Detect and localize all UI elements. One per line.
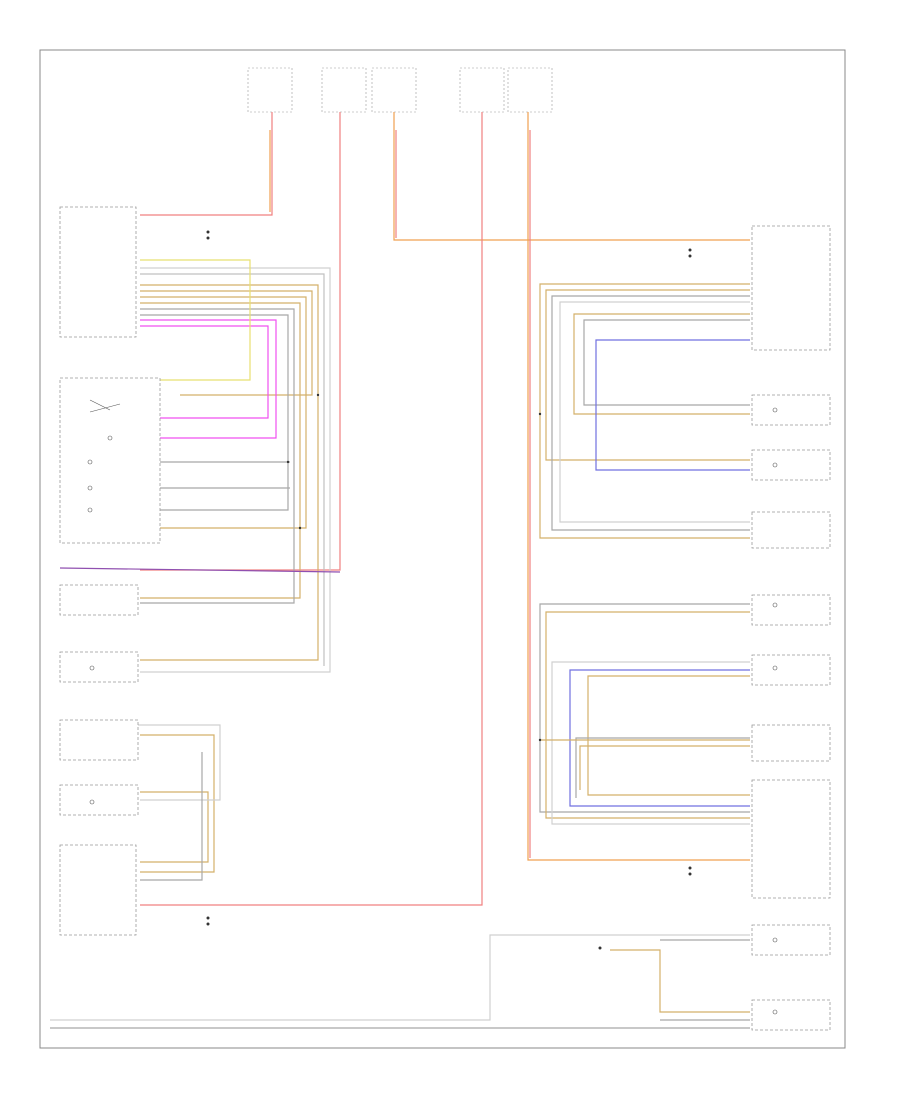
wire-dm-yellow [140,259,251,381]
wire-fuse1-driver [140,112,273,216]
right-rear-module-box [751,779,831,899]
seat-heat-switch-box-2 [751,999,831,1031]
wire-dm-magenta-2 [140,325,269,419]
wire-layer [50,112,750,1029]
pin [206,916,210,920]
wire-dm-gray-4 [140,314,289,511]
passenger-door-module-box [59,844,137,936]
wire-pass-lower [50,934,750,1021]
pin [688,254,692,258]
right-rear-lock-box [751,654,831,686]
wire-lr-tan-3 [573,313,750,415]
right-rear-switch-box [751,594,831,626]
pin [206,230,210,234]
wire-seat-tan [610,949,750,1013]
child-lock-switch-box [59,584,139,616]
pin [538,412,542,416]
wire-dm-purple [59,567,341,573]
switch-node [772,665,778,671]
wire-lr-tan-2 [545,289,750,461]
switch-node [772,462,778,468]
pass-switch-box-2 [59,784,139,816]
seat-heat-switch-box [751,924,831,956]
wire-rr-tan-1 [545,611,750,819]
right-rear-motor-box [751,724,831,762]
left-rear-module-box [751,225,831,351]
pin [206,236,210,240]
switch-node [89,799,95,805]
pin [598,946,602,950]
wire-lr-tan-1 [539,283,750,539]
wire-pass-tan-1 [140,791,209,863]
wire-dm-gray-2 [140,273,325,666]
switch-node [89,665,95,671]
fuse-box-3 [371,67,417,113]
switch-node [772,937,778,943]
pin [688,866,692,870]
wire-rr-gray-3 [575,737,750,798]
switch-node [772,602,778,608]
pass-window-switch-box [59,719,139,761]
wire-rr-gray-2 [551,661,750,825]
switch-node [87,485,93,491]
wire-dm-gray-1 [140,267,331,673]
wire-fuse5 [527,112,750,861]
wire-fuse3 [393,112,750,241]
mirror-switch-box [59,651,139,683]
switch-contact [89,403,121,413]
fuse-box-2 [321,67,367,113]
pin [688,248,692,252]
driver-door-module-box [59,206,137,338]
wire-rr-tan-3 [579,745,750,790]
left-rear-lock-box [751,449,831,481]
left-rear-motor-box [751,511,831,549]
switch-node [772,1009,778,1015]
component-boxes [59,206,831,1031]
wire-lr-gray-2 [559,301,750,523]
pin [538,738,542,742]
pin [286,460,290,464]
wire-dm-magenta-1 [140,319,277,439]
fuse-box-1 [247,67,293,113]
switch-contact [89,399,111,411]
wire-pass-gray-1 [70,724,221,801]
fuse-box-5 [507,67,553,113]
fuse-box-4 [459,67,505,113]
wire-lr-gray-3 [583,319,750,406]
pin [206,922,210,926]
wire-dm-tan-4 [140,302,301,599]
fuse-group [247,67,553,113]
pin [316,393,320,397]
wire-rr-gray-1 [539,603,750,813]
switch-node [87,507,93,513]
switch-node [772,407,778,413]
wire-rr-blue [569,669,750,807]
connector-pins [206,230,692,950]
switch-node [107,435,113,441]
diagram-border [39,49,846,1049]
left-rear-switch-box [751,394,831,426]
pin [298,526,302,530]
pin [688,872,692,876]
driver-window-switch-box [59,377,161,544]
wire-dm-tan-2 [140,290,313,396]
switch-node [87,459,93,465]
wire-lr-blue [595,339,750,471]
wire-pass-gray-2 [140,752,203,881]
switch-symbols [87,399,778,1015]
wire-fuse2 [140,112,341,571]
wire-fuse4 [140,112,483,906]
wire-dm-gray-3 [140,308,295,604]
wire-dm-tan-3 [140,296,307,529]
wire-dm-tan-1 [140,284,319,661]
wire-rr-tan-2 [587,675,750,796]
wire-pass-tan-2 [140,734,215,873]
wire-lr-gray-1 [551,295,750,531]
